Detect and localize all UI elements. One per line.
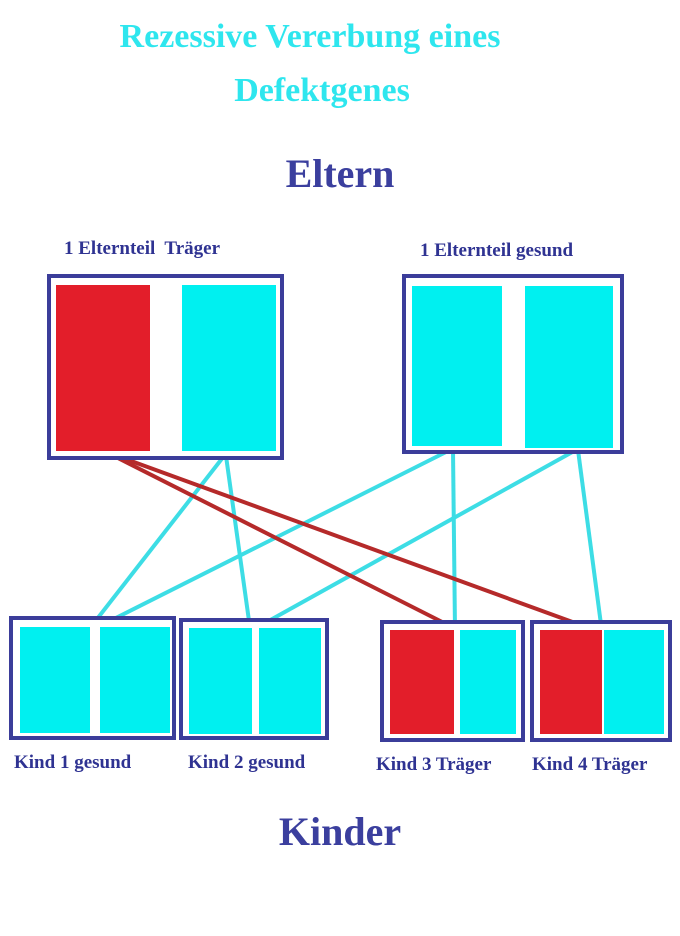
parent-2-allele-2	[525, 286, 613, 448]
child-1-label: Kind 1 gesund	[14, 752, 132, 773]
child-1-allele-2	[100, 627, 170, 733]
parent-2-allele-1	[412, 286, 502, 446]
line-parent2-healthy-a-to-kind1	[95, 448, 451, 630]
child-1-allele-1	[20, 627, 90, 733]
child-2-allele-2	[259, 628, 321, 734]
parent-1-box	[47, 274, 284, 460]
diagram-title-line1: Rezessive Vererbung eines	[119, 18, 501, 55]
parents-heading: Eltern	[285, 151, 395, 196]
child-1-box	[9, 616, 176, 740]
parent-1-label: 1 Elternteil Träger	[64, 238, 220, 259]
line-parent1-defect-to-kind3	[109, 452, 459, 632]
parent-2-label: 1 Elternteil gesund	[420, 240, 574, 261]
line-parent1-defect-to-kind4	[111, 452, 601, 634]
line-parent1-healthy-to-kind1	[88, 454, 226, 630]
child-4-label: Kind 4 Träger	[532, 754, 648, 775]
children-heading: Kinder	[278, 809, 402, 854]
child-4-allele-1	[540, 630, 602, 734]
line-parent2-healthy-b-to-kind4	[576, 449, 604, 633]
child-4-box	[530, 620, 672, 742]
diagram-title-line2: Defektgenes	[234, 72, 410, 109]
line-parent1-healthy-to-kind2	[224, 455, 252, 629]
parent-2-box	[402, 274, 624, 454]
child-3-box	[380, 620, 525, 742]
child-4-allele-2	[604, 630, 664, 734]
child-3-label: Kind 3 Träger	[376, 754, 492, 775]
child-2-allele-1	[189, 628, 252, 734]
line-parent2-healthy-a-to-kind3	[451, 449, 457, 631]
parent-1-allele-1	[56, 285, 150, 451]
child-3-allele-2	[460, 630, 516, 734]
parent-1-allele-2	[182, 285, 276, 451]
child-2-box	[179, 618, 329, 740]
child-2-label: Kind 2 gesund	[188, 752, 306, 773]
child-3-allele-1	[390, 630, 454, 734]
line-parent2-healthy-b-to-kind2	[255, 448, 577, 630]
